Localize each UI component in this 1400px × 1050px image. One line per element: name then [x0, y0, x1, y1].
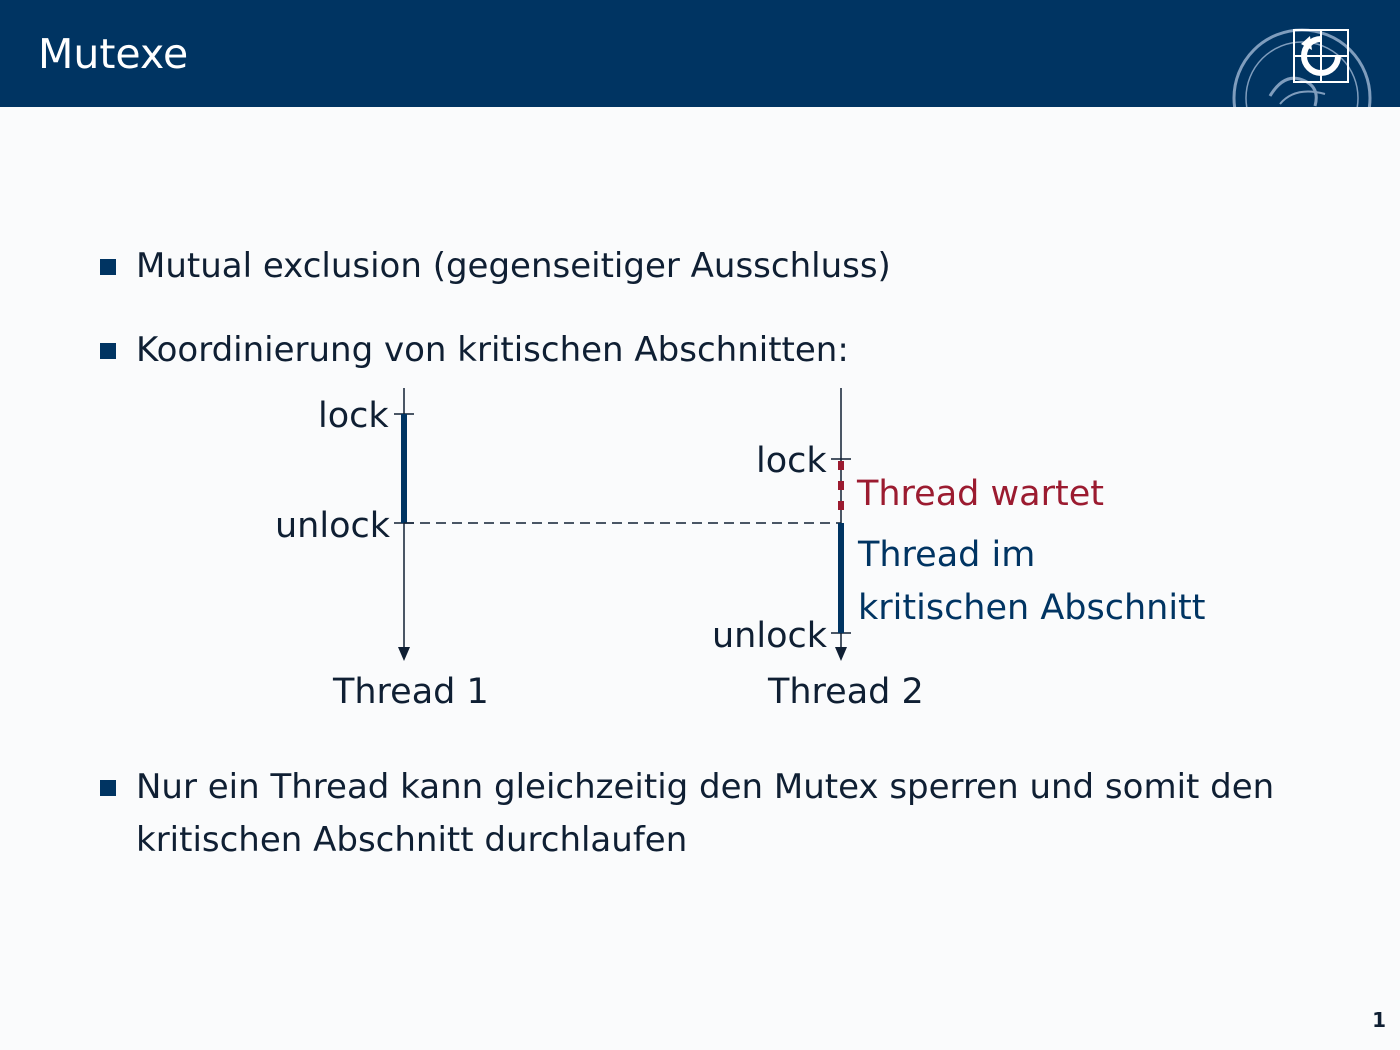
thread2-critical-label-line2: kritischen Abschnitt [858, 588, 1206, 628]
thread1-unlock-label: unlock [275, 506, 391, 546]
thread2-unlock-label: unlock [712, 616, 828, 656]
thread2-lock-label: lock [756, 441, 827, 481]
thread2-critical-label-line1: Thread im [858, 535, 1036, 575]
bullet-square-icon [100, 343, 116, 359]
bullet-square-icon [100, 780, 116, 796]
bullet-text-line2: kritischen Abschnitt durchlaufen [136, 820, 688, 860]
slide-title: Mutexe [38, 30, 189, 78]
thread1-name: Thread 1 [333, 672, 489, 712]
slide-header: Mutexe [0, 0, 1400, 107]
thread2-waiting-label: Thread wartet [857, 474, 1104, 514]
bullet-text: Mutual exclusion (gegenseitiger Ausschlu… [136, 246, 891, 286]
thread2-name: Thread 2 [768, 672, 924, 712]
bullet-square-icon [100, 259, 116, 275]
university-seal-logo-icon [1230, 26, 1375, 107]
page-number: 1 [1372, 1008, 1386, 1032]
bullet-text: Koordinierung von kritischen Abschnitten… [136, 330, 849, 370]
bullet-text-line1: Nur ein Thread kann gleichzeitig den Mut… [136, 767, 1275, 807]
thread1-lock-label: lock [318, 396, 389, 436]
